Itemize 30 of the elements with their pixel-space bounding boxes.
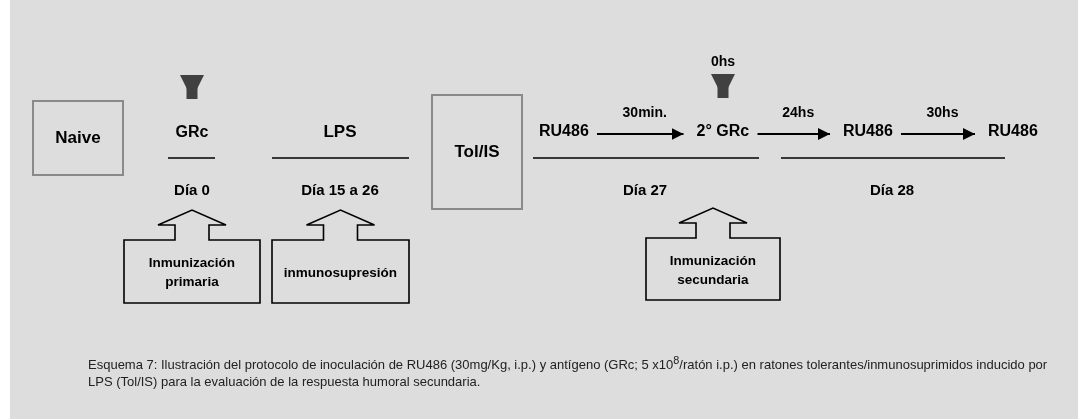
treatment-label: LPS xyxy=(323,122,357,142)
caption: Esquema 7: Ilustración del protocolo de inoculación de RU486 (30mg/Kg, i.p.) y antígeno (GRc; 5 x10$^{8}$/ratón i.p.) en ratones tolerantes/inmunosuprimidos inducido por LPS (Tol/IS) para la evaluación de la respuesta humoral secundaria. xyxy=(88,353,1048,391)
callout-text: inmunosupresión xyxy=(282,263,399,282)
stage-label: Tol/IS xyxy=(454,142,500,162)
stage-box xyxy=(431,94,523,210)
arrow xyxy=(597,128,684,140)
stage-box xyxy=(32,100,124,176)
timeline-step: 2° GRc xyxy=(696,122,750,140)
edge-label: 0hs xyxy=(710,53,736,69)
callout-arrow-box xyxy=(123,209,261,304)
day-label: Día 15 a 26 xyxy=(301,181,379,198)
block-arrow xyxy=(711,74,735,98)
day-label: Día 0 xyxy=(174,181,210,198)
edge-label: 24hs xyxy=(782,104,815,120)
day-label: Día 27 xyxy=(622,181,668,198)
callout-arrow-box xyxy=(645,207,781,301)
timeline-step: GRc xyxy=(175,123,209,141)
stage-label: Naive xyxy=(55,128,101,148)
arrow xyxy=(901,128,975,140)
arrow xyxy=(757,128,830,140)
timeline-step: RU486 xyxy=(843,122,893,140)
callout-text: Inmunización secundaria xyxy=(668,251,758,289)
day-label: Día 28 xyxy=(869,181,915,198)
edge-label: 30min. xyxy=(622,104,667,120)
edge-label: 30hs xyxy=(926,104,959,120)
callout-text: Inmunización primaria xyxy=(147,254,237,291)
block-arrow xyxy=(180,75,204,99)
timeline-step: RU486 xyxy=(988,122,1038,140)
callout-arrow-box xyxy=(271,209,410,304)
timeline-step: RU486 xyxy=(539,122,589,140)
